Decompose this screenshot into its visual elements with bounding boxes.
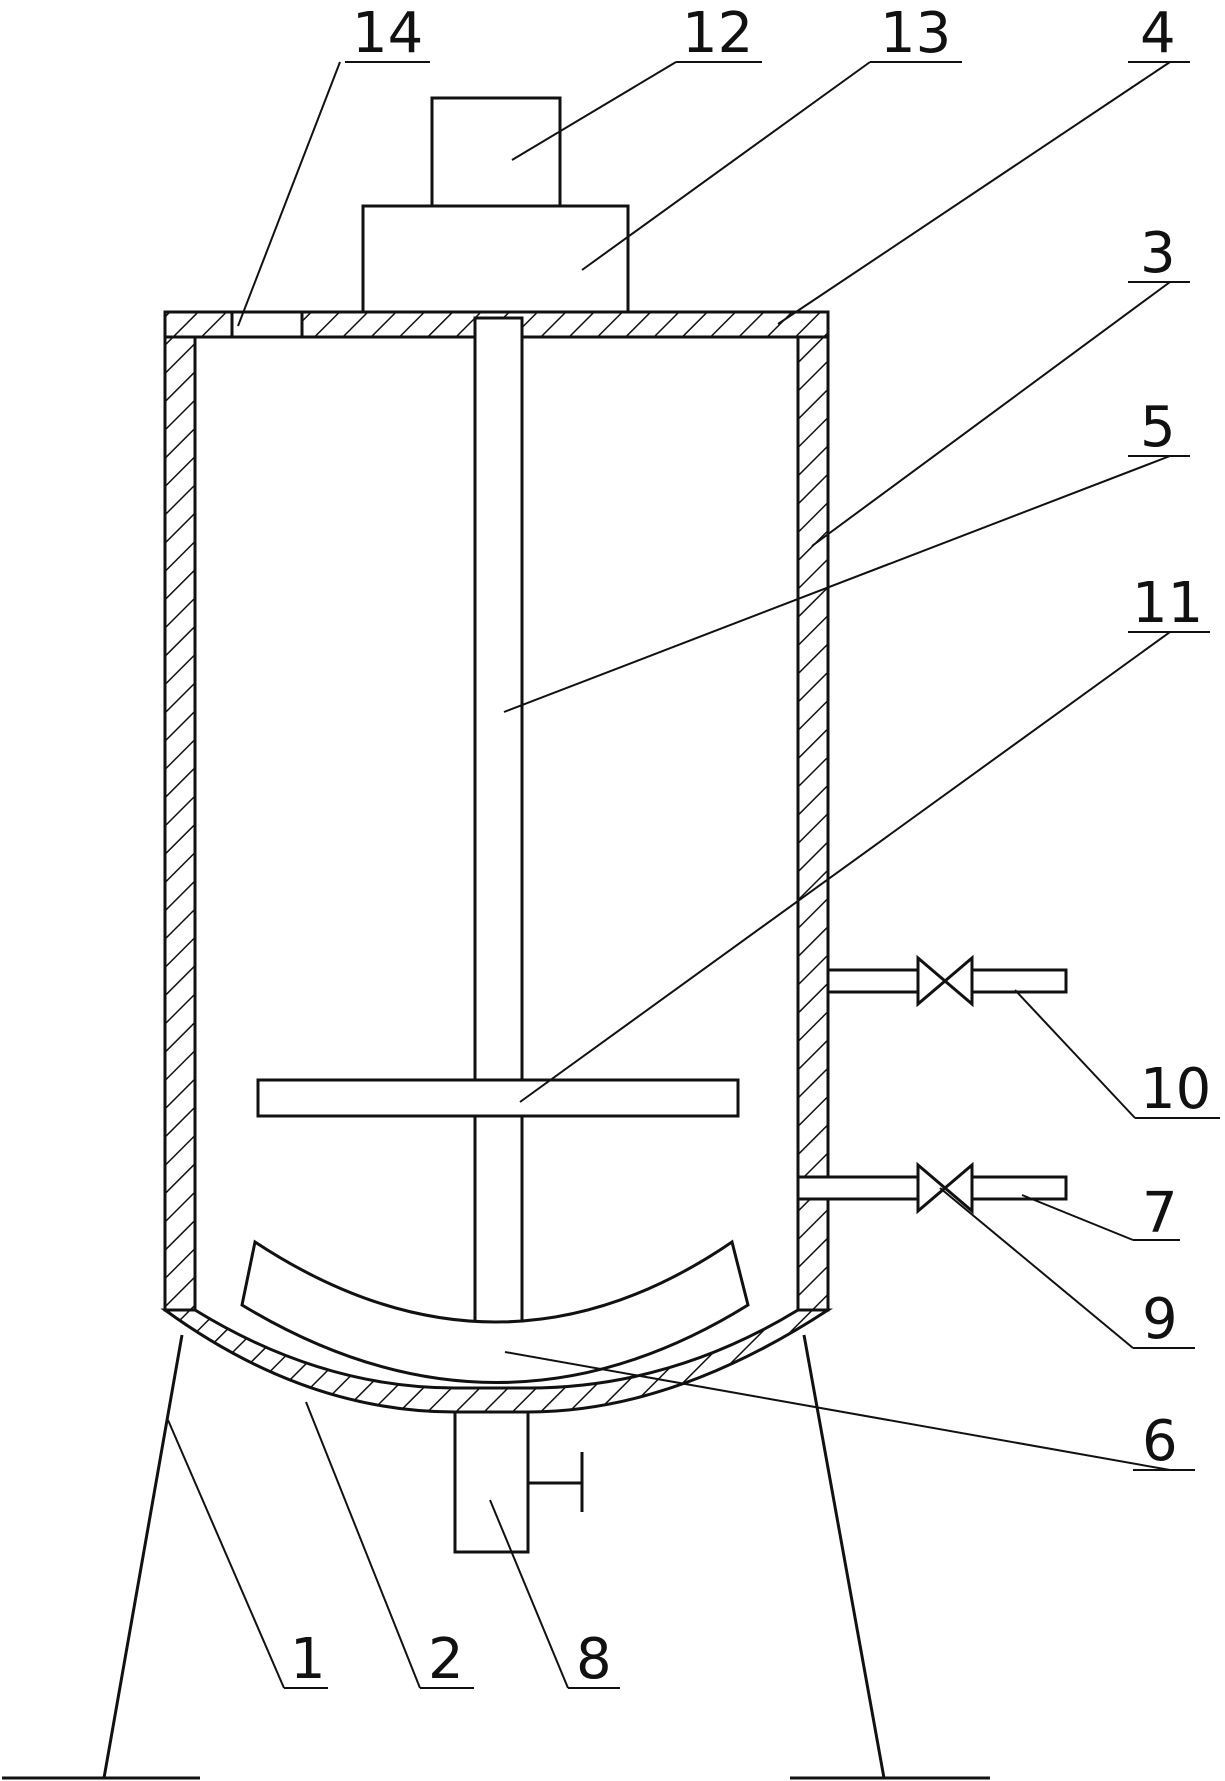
upper-side-pipe <box>826 968 920 994</box>
callout-1: 1 <box>290 1627 326 1692</box>
leader-4 <box>777 61 1171 325</box>
leader-9 <box>939 1187 1134 1349</box>
support-leg-right <box>802 1334 886 1779</box>
callout-6: 6 <box>1142 1409 1178 1474</box>
discharge-pipe <box>453 1410 530 1554</box>
feed-port <box>230 310 304 339</box>
anchor-scraper <box>240 1239 750 1384</box>
callout-14: 14 <box>352 1 423 66</box>
leader-10 <box>1014 989 1136 1119</box>
vessel-bottom <box>160 1308 834 1414</box>
callout-10: 10 <box>1140 1057 1211 1122</box>
leader-5 <box>503 455 1171 713</box>
stirring-shaft <box>473 316 524 1335</box>
callout-8: 8 <box>576 1627 612 1692</box>
callout-9: 9 <box>1142 1287 1178 1352</box>
callout-7: 7 <box>1142 1181 1178 1246</box>
callout-3: 3 <box>1140 221 1176 286</box>
callout-13: 13 <box>880 1 951 66</box>
callout-11: 11 <box>1132 571 1203 636</box>
vessel-wall-right <box>796 333 830 1312</box>
leader-12 <box>511 61 677 161</box>
motor <box>430 96 562 208</box>
lower-valve <box>916 1161 974 1215</box>
leader-11 <box>519 631 1171 1103</box>
leader-lines <box>167 61 1220 1689</box>
reducer <box>361 204 630 314</box>
vessel-wall-left <box>163 333 197 1312</box>
callout-5: 5 <box>1140 395 1176 460</box>
upper-outlet-pipe <box>970 968 1068 994</box>
callout-12: 12 <box>682 1 753 66</box>
callout-2: 2 <box>428 1627 464 1692</box>
leader-6 <box>504 1351 1171 1471</box>
leader-2 <box>305 1401 421 1689</box>
support-leg-left <box>102 1334 184 1779</box>
leader-7b <box>1021 1194 1134 1241</box>
stirring-blade <box>256 1078 740 1118</box>
callout-4: 4 <box>1140 1 1176 66</box>
lower-outlet-pipe <box>970 1175 1068 1201</box>
leader-3 <box>811 281 1171 547</box>
leader-13 <box>581 61 871 271</box>
lower-side-pipe <box>796 1175 920 1201</box>
upper-valve <box>916 954 974 1008</box>
leader-8 <box>489 1499 569 1689</box>
leader-14 <box>237 61 341 327</box>
leader-1 <box>167 1419 285 1689</box>
